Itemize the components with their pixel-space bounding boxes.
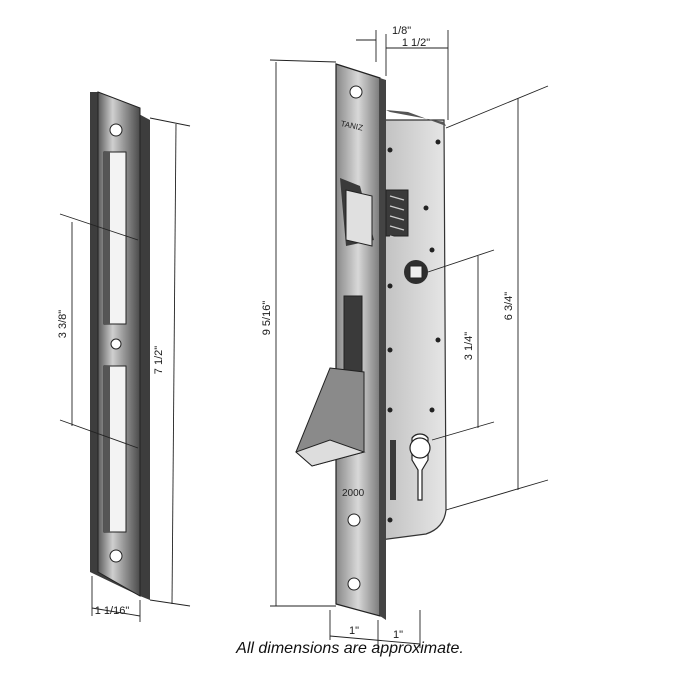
cylinder-cutout	[409, 433, 431, 501]
bottom-width-dimension: 1" 1"	[329, 610, 421, 648]
hook-bolt	[295, 367, 366, 467]
dim-body-height: 6 3/4"	[503, 292, 515, 320]
backset-dimension: 3 1/4"	[427, 249, 495, 441]
faceplate-height-dimension: 9 5/16"	[261, 59, 337, 607]
screw-hole-top	[109, 123, 123, 137]
dim-strike-spacing: 3 3/8"	[57, 310, 69, 338]
model-stamp: 2000	[342, 488, 365, 499]
approximate-note: All dimensions are approximate.	[236, 640, 464, 657]
dim-width-right: 1"	[393, 629, 403, 641]
dim-strike-width: 1 1/16"	[95, 605, 130, 617]
dim-strike-height: 7 1/2"	[153, 346, 165, 374]
faceplate-screw-bottom	[347, 577, 361, 591]
strike-spacing-dimension: 3 3/8"	[57, 213, 139, 449]
dim-width-left: 1"	[349, 625, 359, 637]
strike-width-dimension: 1 1/16"	[91, 576, 141, 622]
dim-faceplate-thickness: 1/8"	[392, 25, 411, 37]
strike-height-dimension: 7 1/2"	[149, 117, 191, 607]
dim-faceplate-height: 9 5/16"	[261, 301, 273, 336]
dim-backset: 3 1/4"	[463, 332, 475, 360]
dim-body-depth: 1 1/2"	[402, 37, 430, 49]
latch-bolt	[340, 178, 374, 247]
strike-plate	[90, 91, 150, 600]
faceplate-screw-top	[349, 85, 363, 99]
body-height-dimension: 6 3/4"	[445, 85, 549, 511]
spindle-hole	[404, 260, 428, 284]
mortise-lock: TANIZ 2000	[295, 63, 447, 620]
depth-dimension: 1/8" 1 1/2"	[356, 25, 449, 120]
strike-center-hole	[110, 338, 122, 350]
screw-hole-bottom	[109, 549, 123, 563]
